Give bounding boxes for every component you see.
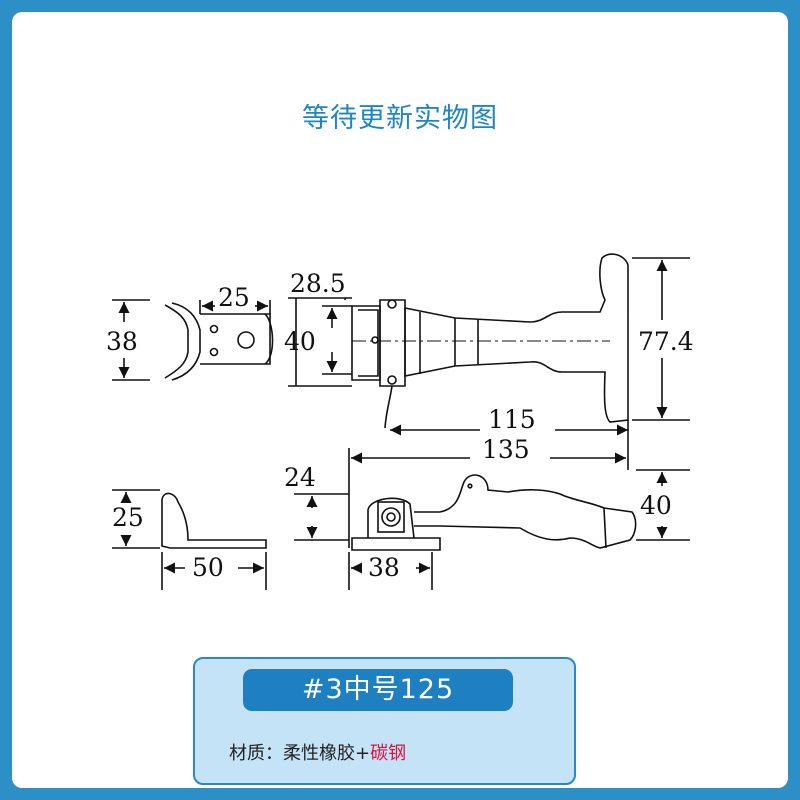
- dim-label-clevis-depth: 28.5: [290, 269, 346, 298]
- dim-label-pivot-height: 24: [284, 463, 316, 492]
- latch-top-view: [351, 474, 637, 551]
- dim-label-handle-height: 77.4: [638, 327, 694, 356]
- placeholder-title: 等待更新实物图: [302, 103, 498, 134]
- dim-label-clevis-height: 40: [284, 327, 316, 356]
- dim-label-angle-height: 25: [112, 503, 144, 532]
- dim-label-base-width: 38: [368, 553, 400, 582]
- dim-label-top-bracket-height: 38: [106, 327, 138, 356]
- dim-label-overall-length: 135: [482, 435, 530, 464]
- material-line: 材质：柔性橡胶+碳钢: [229, 739, 406, 765]
- dim-label-strap-length: 115: [488, 405, 536, 434]
- spec-panel: #3中号125 材质：柔性橡胶+碳钢: [193, 657, 576, 785]
- bracket-part-top: [164, 302, 274, 381]
- angle-bracket: [161, 492, 267, 549]
- material-highlight: 碳钢: [370, 743, 407, 764]
- model-badge: #3中号125: [243, 669, 513, 711]
- material-label: 材质：柔性橡胶+: [229, 743, 371, 764]
- dim-label-angle-width: 50: [192, 553, 224, 582]
- dim-label-tip-height: 40: [640, 491, 672, 520]
- dim-label-top-bracket-width: 25: [218, 283, 250, 312]
- latch-side-view: [351, 253, 629, 429]
